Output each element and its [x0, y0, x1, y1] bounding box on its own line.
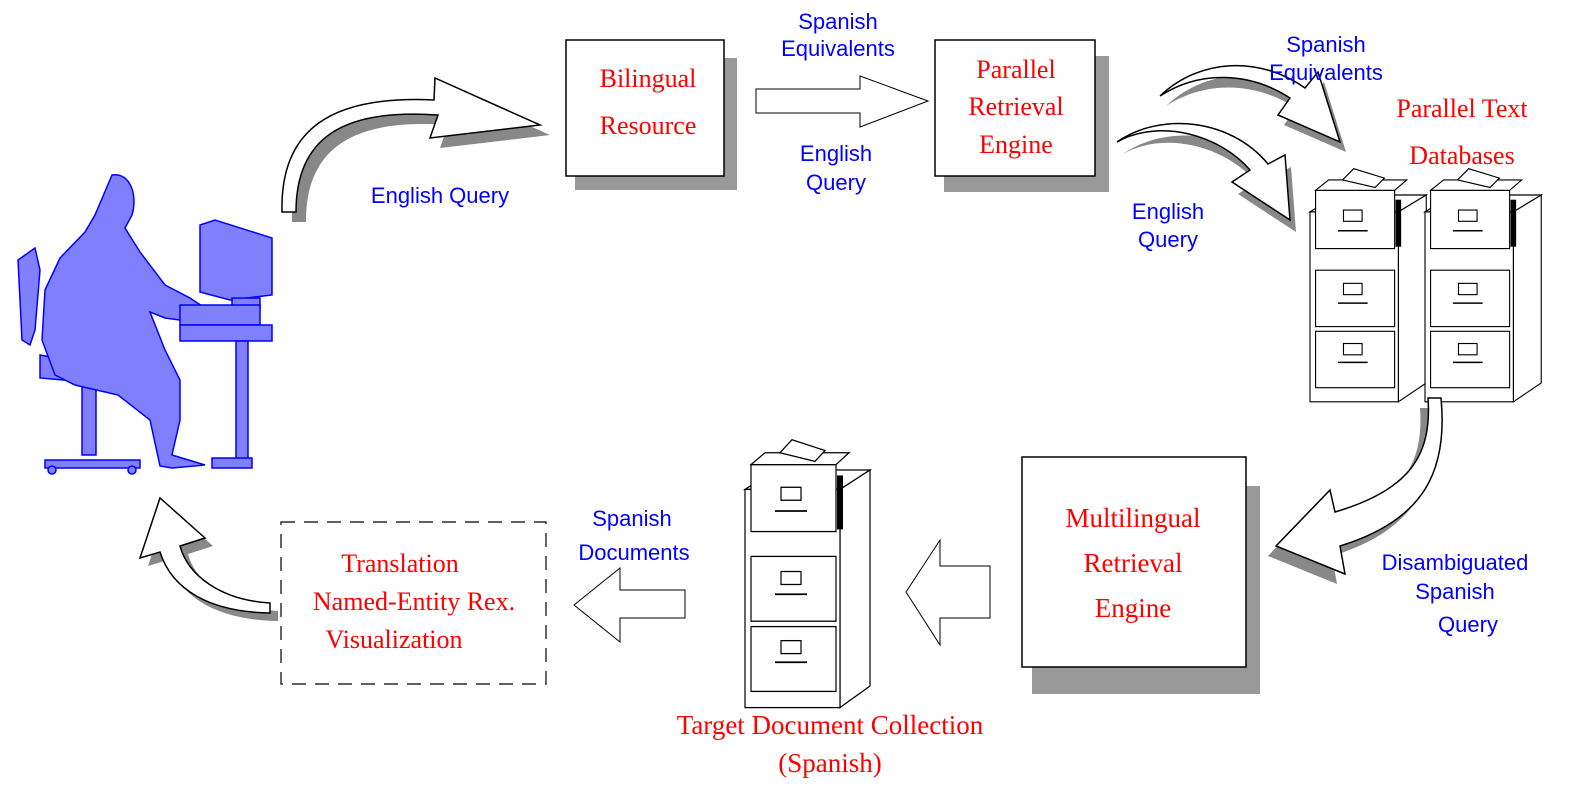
- bilingual-resource-line1: Bilingual: [600, 64, 697, 93]
- parallel-retrieval-engine-box: Parallel Retrieval Engine: [934, 39, 1109, 192]
- post-line-translation: Translation: [341, 549, 459, 578]
- curved-arrow-user-to-bilingual: [281, 76, 550, 222]
- post-line-named-entity: Named-Entity Rex.: [313, 587, 515, 616]
- parallel-text-db-line2: Databases: [1409, 141, 1514, 170]
- flow-label-spanish-equivalents-1a: Spanish: [798, 9, 878, 34]
- bilingual-resource-box: Bilingual Resource: [565, 39, 737, 190]
- target-collection-line1: Target Document Collection: [677, 710, 984, 740]
- flow-label-english-query-2a: English: [800, 141, 872, 166]
- parallel-engine-line1: Parallel: [976, 55, 1055, 84]
- flow-label-disambiguated-2: Spanish: [1415, 579, 1495, 604]
- parallel-engine-line2: Retrieval: [968, 92, 1063, 121]
- flow-label-spanish-documents-2: Documents: [578, 540, 689, 565]
- bilingual-resource-line2: Resource: [600, 111, 697, 140]
- flow-label-spanish-equivalents-1b: Equivalents: [781, 36, 895, 61]
- curved-arrow-parallel-to-db-bottom: [1116, 122, 1296, 232]
- flow-label-spanish-equivalents-2a: Spanish: [1286, 32, 1366, 57]
- arrow-bilingual-to-parallel: [755, 75, 930, 128]
- flow-label-english-query-3a: English: [1132, 199, 1204, 224]
- flow-label-disambiguated-1: Disambiguated: [1382, 550, 1529, 575]
- curved-arrow-post-to-user: [138, 496, 278, 621]
- curved-arrow-db-to-multilingual: [1268, 397, 1443, 584]
- filing-cabinet-icon: [1309, 167, 1543, 403]
- flow-label-english-query-3b: Query: [1138, 227, 1198, 252]
- target-collection-line2: (Spanish): [778, 748, 882, 778]
- parallel-text-db-line1: Parallel Text: [1396, 94, 1528, 123]
- multilingual-engine-line2: Retrieval: [1084, 548, 1183, 578]
- parallel-engine-line3: Engine: [979, 130, 1053, 159]
- post-processing-box: Translation Named-Entity Rex. Visualizat…: [280, 521, 547, 685]
- flow-label-spanish-equivalents-2b: Equivalents: [1269, 60, 1383, 85]
- post-line-visualization: Visualization: [325, 625, 462, 654]
- flow-label-english-query-2b: Query: [806, 170, 866, 195]
- flow-label-disambiguated-3: Query: [1438, 612, 1498, 637]
- filing-cabinet-icon: [744, 438, 871, 709]
- arrow-multilingual-to-collection: [905, 538, 991, 647]
- multilingual-retrieval-engine-box: Multilingual Retrieval Engine: [1021, 456, 1260, 694]
- multilingual-engine-line1: Multilingual: [1066, 503, 1201, 533]
- arrow-collection-to-post: [573, 566, 686, 644]
- flow-label-spanish-documents-1: Spanish: [592, 506, 672, 531]
- curved-arrow-parallel-to-db-top: [1159, 64, 1346, 152]
- person-at-computer-icon: [17, 174, 273, 475]
- flow-label-english-query: English Query: [371, 183, 509, 208]
- multilingual-engine-line3: Engine: [1095, 593, 1171, 623]
